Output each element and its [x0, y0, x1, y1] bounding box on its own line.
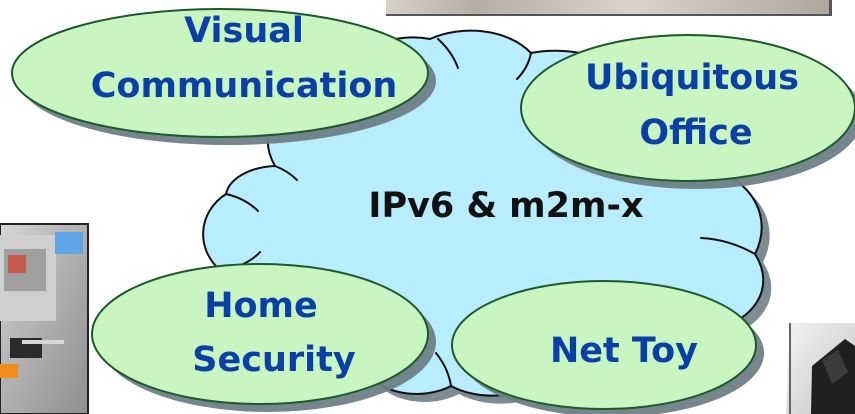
left-appliance-photo: [0, 223, 89, 414]
ubiquitous-office-line-1: Ubiquitous: [585, 58, 799, 98]
center-label: IPv6 & m2m-x: [368, 186, 644, 226]
right-device-photo: [786, 323, 855, 414]
ubiquitous-office-line-2: Office: [639, 113, 752, 153]
home-security-line-2: Security: [192, 340, 356, 380]
home-security-bubble: Home Security: [91, 263, 436, 412]
ubiquitous-office-bubble: Ubiquitous Office: [520, 34, 855, 189]
visual-communication-line-2: Communication: [91, 66, 398, 106]
net-toy-bubble: Net Toy: [451, 280, 764, 414]
top-photo: [386, 0, 832, 16]
net-toy-label: Net Toy: [550, 331, 698, 371]
home-security-line-1: Home: [204, 286, 318, 326]
visual-communication-bubble: Visual Communication: [11, 8, 436, 145]
visual-communication-line-1: Visual: [184, 11, 304, 51]
